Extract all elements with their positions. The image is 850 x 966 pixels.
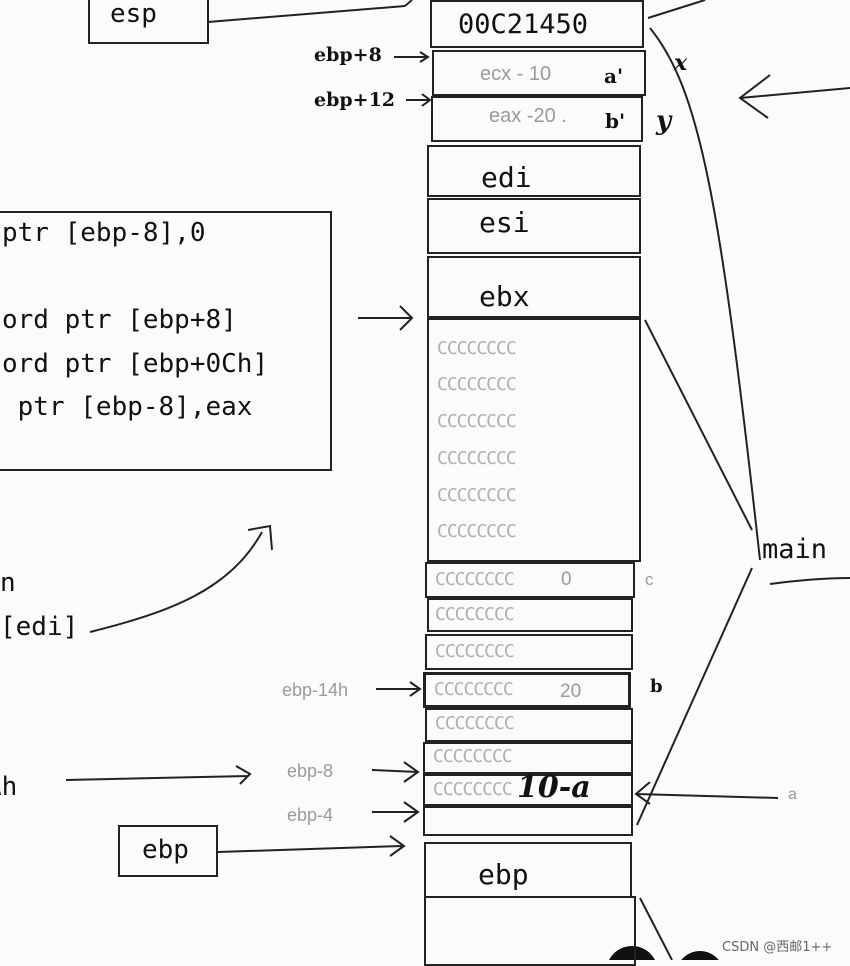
ebp-plus-12-label: ebp+12 — [314, 89, 396, 111]
var-c-value: 0 — [561, 569, 572, 590]
asm-line-2: ord ptr [ebp+8] — [2, 305, 237, 335]
esp-arrow — [207, 5, 406, 23]
ebp-label-box: ebp — [118, 825, 218, 877]
a-pointer-arrow — [634, 781, 779, 805]
fill-row-8: CCCCCCCC — [435, 641, 515, 662]
stack-cell-fill-d: CCCCCCCC — [423, 742, 633, 774]
stack-cell-fill-c: CCCCCCCC — [425, 708, 633, 742]
ebp-minus-14h-label: ebp-14h — [282, 680, 349, 700]
fill-row-2: CCCCCCCC — [437, 374, 517, 395]
edi-value: edi — [481, 161, 532, 194]
main-bracket-bottom — [636, 567, 753, 826]
stack-cell-ebx: ebx — [427, 256, 641, 318]
saved-ebp-value: ebp — [478, 858, 529, 891]
stack-cell-arg-a: ecx - 10 a' — [432, 50, 646, 96]
asm-code-box — [0, 211, 332, 471]
stack-cell-saved-ebp: ebp — [424, 842, 632, 898]
esi-value: esi — [479, 206, 530, 239]
ebp-minus-8-arrow — [371, 761, 420, 783]
stack-cell-esi: esi — [427, 198, 641, 254]
main-frame-curve — [649, 27, 761, 561]
main-label: main — [762, 534, 828, 565]
fill-row-10: CCCCCCCC — [433, 746, 513, 767]
ah-arrow — [65, 765, 252, 785]
bottom-blob-right — [681, 951, 719, 960]
asm-line-3: ord ptr [ebp+0Ch] — [2, 349, 269, 379]
asm-line-4: ptr [ebp-8],eax — [2, 392, 253, 422]
x-mark: x — [674, 50, 688, 76]
esp-label: esp — [110, 0, 157, 29]
stack-cell-empty — [423, 806, 633, 836]
fill-row-9: CCCCCCCC — [435, 713, 515, 734]
ret-addr-value: 00C21450 — [458, 9, 589, 40]
fill-row-5: CCCCCCCC — [437, 485, 517, 506]
bottom-right-line — [639, 897, 673, 960]
y-mark: y — [656, 106, 672, 136]
stack-cell-fill-a: CCCCCCCC — [427, 598, 633, 632]
stack-cell-var-b: CCCCCCCC 20 — [423, 672, 631, 708]
arg-a-value: ecx - 10 — [480, 63, 552, 85]
stack-cell-var-a: CCCCCCCC 10-a — [423, 770, 633, 806]
ebp-plus-12-arrow — [406, 93, 432, 107]
watermark: CSDN @西邮1++ — [722, 940, 833, 955]
fill-row-a: CCCCCCCC — [433, 779, 513, 800]
stack-cell-arg-b: eax -20 . b' — [431, 96, 643, 142]
fill-row-7: CCCCCCCC — [435, 604, 515, 625]
main-underline — [769, 577, 850, 585]
a-mark: a — [788, 786, 797, 803]
a-prime-label: a' — [604, 64, 624, 88]
ebp-plus-8-arrow — [394, 51, 430, 63]
stack-cell-fill-b: CCCCCCCC — [425, 634, 633, 670]
left-fragment-n: n — [0, 568, 16, 598]
ebp-plus-8-label: ebp+8 — [314, 44, 382, 66]
top-tick — [404, 0, 413, 7]
ebp-box-arrow — [217, 835, 406, 857]
fill-row-4: CCCCCCCC — [437, 448, 517, 469]
fill-row-3: CCCCCCCC — [437, 411, 517, 432]
left-fragment-edi: [edi] — [0, 612, 79, 642]
esp-label-box: esp — [88, 0, 209, 44]
ebp-label: ebp — [142, 835, 189, 865]
fill-row-c: CCCCCCCC — [435, 569, 515, 590]
main-bracket-top — [644, 319, 753, 531]
fill-row-6: CCCCCCCC — [437, 521, 517, 542]
top-right-line — [647, 0, 706, 19]
ebp-minus-14h-arrow — [376, 681, 422, 697]
edi-squiggle-arrow — [89, 524, 273, 633]
ebx-value: ebx — [479, 280, 530, 313]
c-mark: c — [645, 570, 654, 589]
ebp-minus-4-arrow — [372, 801, 420, 823]
ebp-minus-4-label: ebp-4 — [287, 805, 334, 825]
b-prime-label: b' — [605, 109, 626, 133]
bottom-blob-left — [608, 946, 656, 960]
stack-cell-bottom — [424, 896, 636, 966]
stack-cell-var-c: CCCCCCCC 0 — [425, 562, 635, 598]
arg-b-value: eax -20 . — [489, 105, 567, 127]
ebp-minus-8-label: ebp-8 — [287, 761, 334, 781]
left-fragment-ah: Ah — [0, 772, 18, 802]
stack-cell-ret-addr: 00C21450 — [430, 0, 644, 48]
var-b-value: 20 — [560, 681, 582, 702]
stack-cell-edi: edi — [427, 145, 641, 197]
stack-cell-locals-block: CCCCCCCC CCCCCCCC CCCCCCCC CCCCCCCC CCCC… — [427, 318, 641, 562]
fill-row-b: CCCCCCCC — [434, 679, 514, 700]
right-pointer-arrow — [738, 74, 850, 119]
b-mark: b — [650, 676, 663, 697]
var-a-value: 10-a — [517, 770, 591, 805]
fill-row-1: CCCCCCCC — [437, 338, 517, 359]
asm-line-1: ptr [ebp-8],0 — [2, 218, 206, 248]
code-box-arrow — [358, 305, 414, 331]
